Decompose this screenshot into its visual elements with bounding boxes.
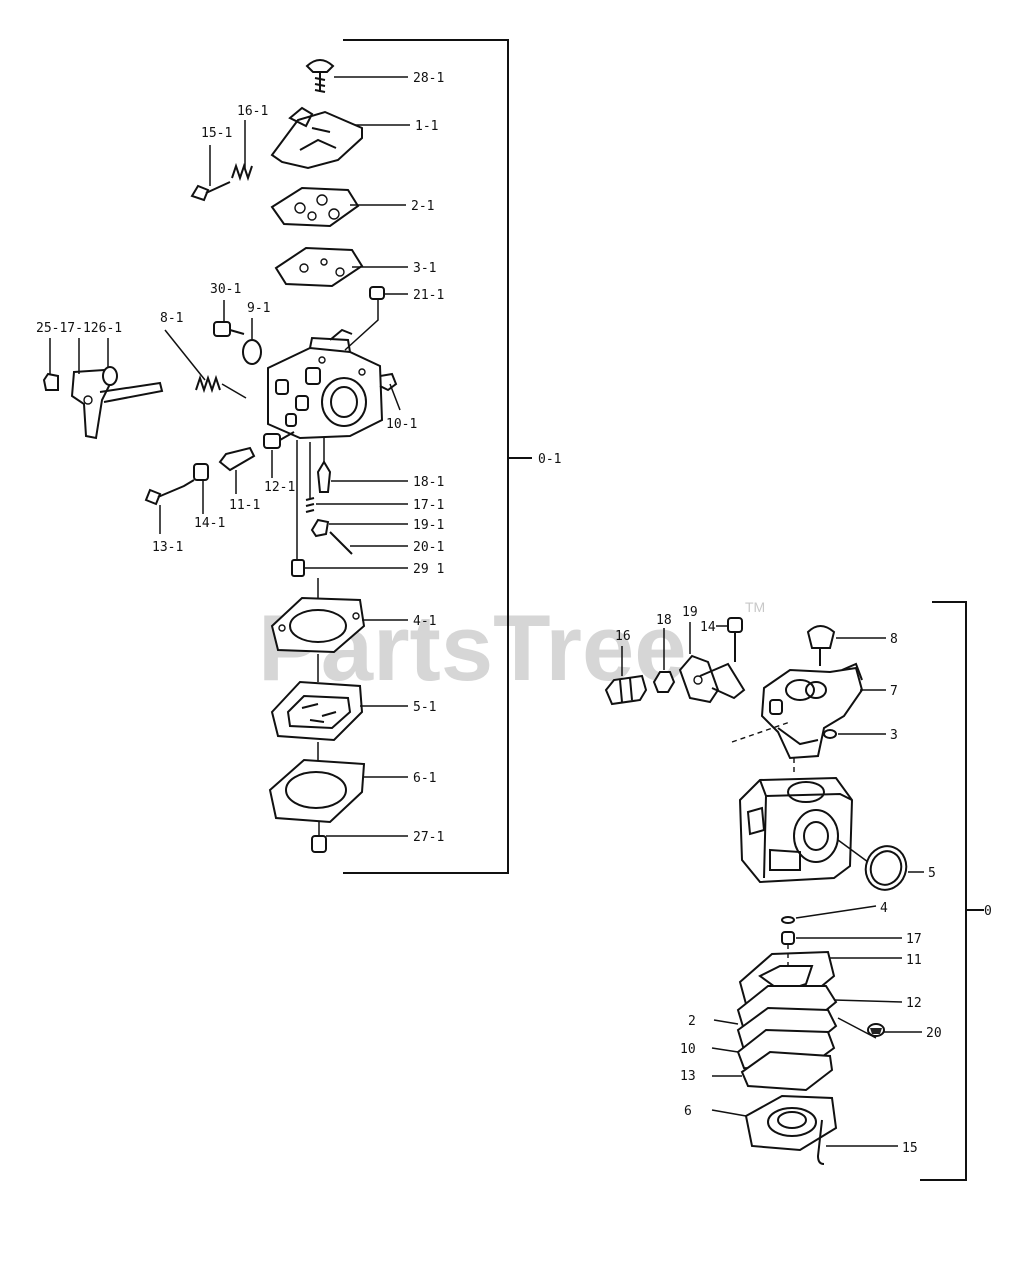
svg-text:30-1: 30-1 bbox=[210, 282, 241, 297]
svg-text:13: 13 bbox=[680, 1069, 696, 1084]
svg-text:9-1: 9-1 bbox=[247, 301, 270, 316]
assembly-a: 0-1 28-1 1-1 16-1 15-1 bbox=[36, 39, 561, 874]
watermark-trademark: TM bbox=[745, 599, 765, 615]
part-17-1: 17-1 bbox=[305, 442, 444, 513]
part-20-1: 20-1 bbox=[329, 531, 444, 555]
part-16-1: 16-1 bbox=[231, 104, 268, 182]
svg-text:4: 4 bbox=[880, 901, 888, 916]
part-6: 6 bbox=[684, 1094, 838, 1152]
part-21-1: 21-1 bbox=[344, 286, 444, 351]
part-25-17-126-1: 25-17-126-1 bbox=[36, 321, 164, 440]
svg-text:18-1: 18-1 bbox=[413, 475, 444, 490]
svg-text:27-1: 27-1 bbox=[413, 830, 444, 845]
svg-text:19-1: 19-1 bbox=[413, 518, 444, 533]
svg-text:2: 2 bbox=[688, 1014, 696, 1029]
part-7: 7 bbox=[731, 662, 898, 760]
part-19-1: 19-1 bbox=[310, 518, 444, 538]
part-29-1: 29 1 bbox=[291, 440, 444, 577]
svg-text:8-1: 8-1 bbox=[160, 311, 183, 326]
svg-text:11: 11 bbox=[906, 953, 922, 968]
svg-text:5-1: 5-1 bbox=[413, 700, 436, 715]
svg-text:3-1: 3-1 bbox=[413, 261, 436, 276]
svg-text:8: 8 bbox=[890, 632, 898, 647]
svg-text:20: 20 bbox=[926, 1026, 942, 1041]
carburetor-body-a bbox=[267, 328, 398, 440]
part-9-1: 9-1 bbox=[242, 301, 270, 365]
svg-text:28-1: 28-1 bbox=[413, 71, 444, 86]
part-6-1: 6-1 bbox=[268, 742, 436, 824]
part-4-1: 4-1 bbox=[270, 578, 436, 654]
part-8: 8 bbox=[806, 625, 898, 666]
part-10-1: 10-1 bbox=[386, 383, 417, 432]
part-12-1: 12-1 bbox=[263, 431, 295, 495]
part-20: 20 bbox=[837, 1017, 942, 1041]
part-2-1: 2-1 bbox=[270, 186, 434, 228]
svg-text:3: 3 bbox=[890, 728, 898, 743]
svg-text:12-1: 12-1 bbox=[264, 480, 295, 495]
part-1-1: 1-1 bbox=[270, 106, 438, 170]
svg-text:4-1: 4-1 bbox=[413, 614, 436, 629]
part-15: 15 bbox=[816, 1119, 918, 1165]
svg-text:17: 17 bbox=[906, 932, 922, 947]
part-4: 4 bbox=[781, 901, 888, 924]
svg-text:29 1: 29 1 bbox=[413, 562, 444, 577]
svg-text:15: 15 bbox=[902, 1141, 918, 1156]
svg-text:21-1: 21-1 bbox=[413, 288, 444, 303]
part-15-1: 15-1 bbox=[190, 126, 232, 202]
bracket-a bbox=[343, 39, 532, 874]
svg-text:14: 14 bbox=[700, 620, 716, 635]
group-label-b: 0 bbox=[984, 904, 992, 919]
part-13: 13 bbox=[680, 1050, 834, 1092]
svg-text:12: 12 bbox=[906, 996, 922, 1011]
part-3: 3 bbox=[823, 728, 898, 743]
part-5-1: 5-1 bbox=[270, 654, 436, 742]
part-8-1: 8-1 bbox=[160, 311, 247, 399]
carburetor-body-b bbox=[738, 758, 854, 884]
part-30-1: 30-1 bbox=[210, 282, 245, 337]
svg-text:14-1: 14-1 bbox=[194, 516, 225, 531]
part-5: 5 bbox=[837, 839, 936, 891]
svg-text:19: 19 bbox=[682, 605, 698, 620]
part-28-1: 28-1 bbox=[305, 59, 444, 93]
svg-text:20-1: 20-1 bbox=[413, 540, 444, 555]
part-18-1: 18-1 bbox=[316, 438, 444, 493]
part-18: 18 bbox=[652, 613, 676, 693]
part-11-1: 11-1 bbox=[218, 446, 260, 513]
part-3-1: 3-1 bbox=[274, 246, 436, 288]
svg-text:6-1: 6-1 bbox=[413, 771, 436, 786]
svg-text:7: 7 bbox=[890, 684, 898, 699]
bracket-b bbox=[920, 601, 984, 1181]
part-17: 17 bbox=[781, 931, 922, 947]
svg-text:17-1: 17-1 bbox=[413, 498, 444, 513]
part-14-1: 14-1 bbox=[193, 463, 225, 531]
part-27-1: 27-1 bbox=[311, 822, 444, 853]
part-13-1: 13-1 bbox=[144, 479, 195, 555]
svg-text:10-1: 10-1 bbox=[386, 417, 417, 432]
svg-text:2-1: 2-1 bbox=[411, 199, 434, 214]
part-14: 14 bbox=[700, 617, 743, 662]
group-label-a: 0-1 bbox=[538, 452, 561, 467]
svg-text:5: 5 bbox=[928, 866, 936, 881]
svg-text:16-1: 16-1 bbox=[237, 104, 268, 119]
svg-text:1-1: 1-1 bbox=[415, 119, 438, 134]
svg-text:10: 10 bbox=[680, 1042, 696, 1057]
svg-text:25-17-126-1: 25-17-126-1 bbox=[36, 321, 122, 336]
svg-text:6: 6 bbox=[684, 1104, 692, 1119]
svg-text:15-1: 15-1 bbox=[201, 126, 232, 141]
part-16: 16 bbox=[604, 629, 648, 706]
svg-text:13-1: 13-1 bbox=[152, 540, 183, 555]
svg-text:11-1: 11-1 bbox=[229, 498, 260, 513]
part-19: 19 bbox=[678, 605, 746, 704]
assembly-b: 0 16 18 19 14 bbox=[604, 601, 992, 1181]
svg-text:18: 18 bbox=[656, 613, 672, 628]
svg-text:16: 16 bbox=[615, 629, 631, 644]
